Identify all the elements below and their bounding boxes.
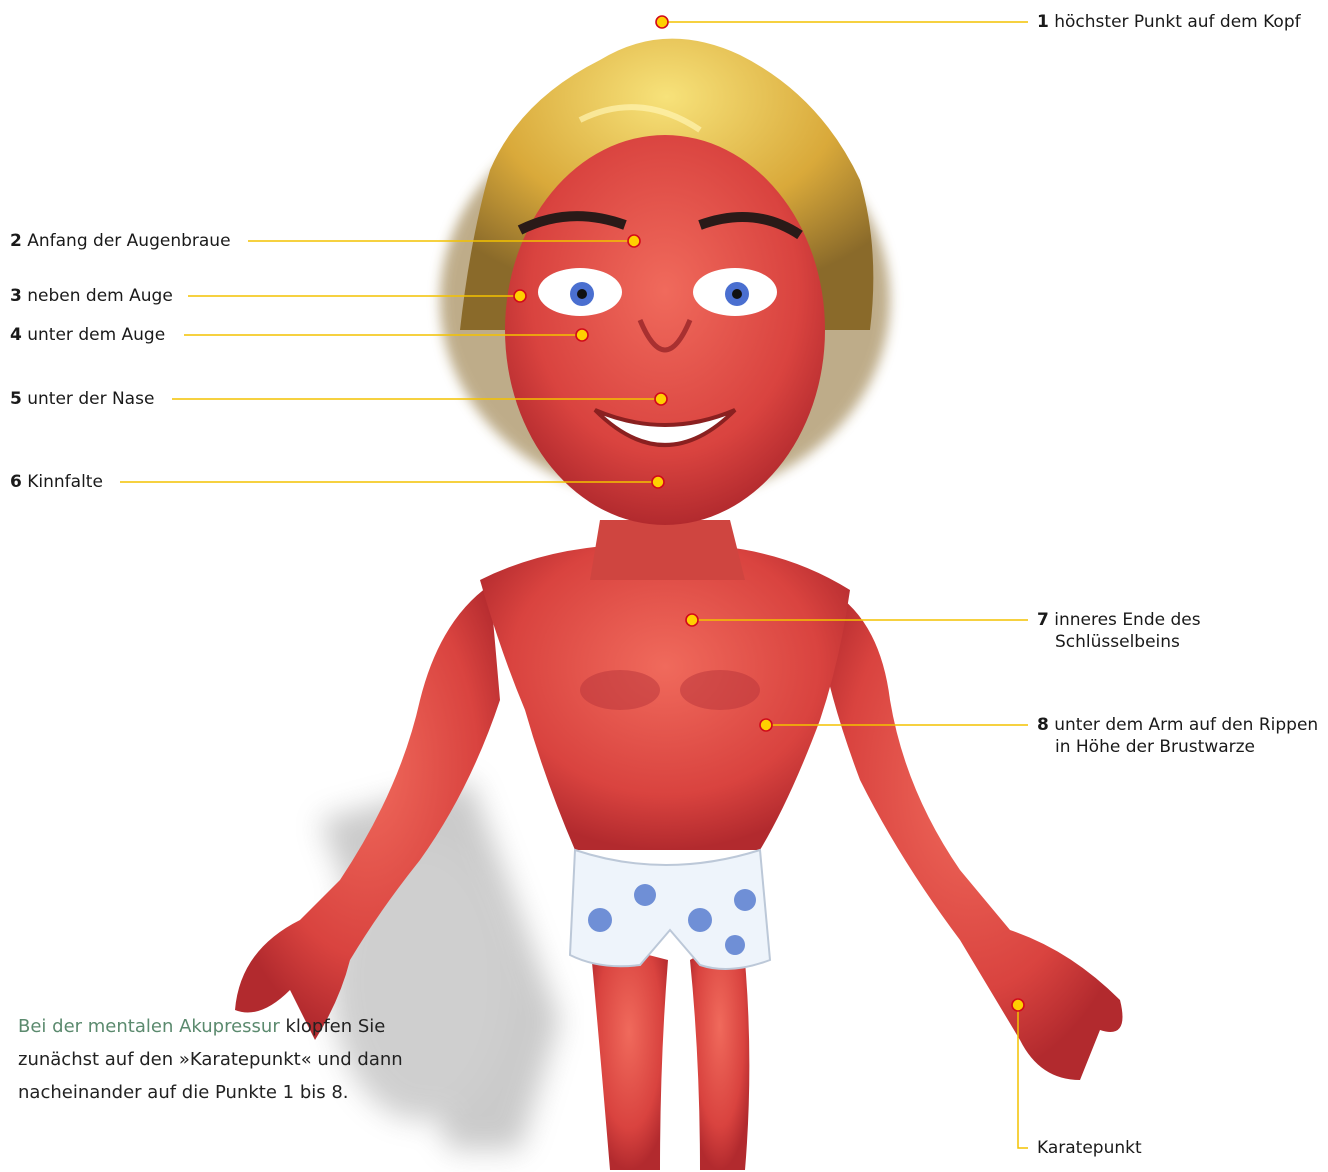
tapping-point-8	[760, 719, 772, 731]
tapping-point-karate	[1012, 999, 1024, 1011]
tapping-point-5	[655, 393, 667, 405]
tapping-point-7	[686, 614, 698, 626]
tapping-point-2	[628, 235, 640, 247]
tapping-point-3	[514, 290, 526, 302]
tapping-point-1	[656, 16, 668, 28]
point-label-8: 8 unter dem Arm auf den Rippen in Höhe d…	[1037, 714, 1318, 758]
point-label-4: 4 unter dem Auge	[10, 324, 165, 346]
point-label-6: 6 Kinnfalte	[10, 471, 103, 493]
tapping-point-6	[652, 476, 664, 488]
point-label-3: 3 neben dem Auge	[10, 285, 173, 307]
point-label-2: 2 Anfang der Augenbraue	[10, 230, 231, 252]
instruction-caption: Bei der mentalen Akupressur klopfen Sie …	[18, 1010, 438, 1109]
figure-shorts	[570, 850, 770, 969]
karate-point-label: Karatepunkt	[1037, 1137, 1142, 1159]
figure-head	[440, 39, 890, 525]
tapping-point-4	[576, 329, 588, 341]
point-label-7: 7 inneres Ende des Schlüsselbeins	[1037, 609, 1201, 653]
figure-torso	[480, 520, 850, 850]
point-label-5: 5 unter der Nase	[10, 388, 154, 410]
point-label-1: 1 höchster Punkt auf dem Kopf	[1037, 11, 1301, 33]
